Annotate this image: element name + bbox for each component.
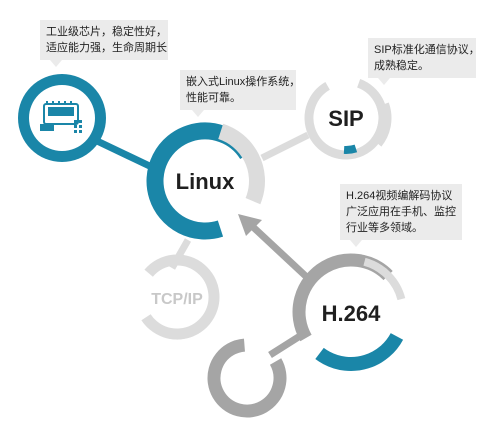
chip-callout-line: 适应能力强，生命周期长	[46, 42, 167, 54]
chip-callout-line: 工业级芯片，稳定性好，	[46, 26, 167, 38]
linux-callout-line: 嵌入式Linux操作系统，	[186, 76, 301, 88]
h264-callout-line: H.264视频编解码协议	[346, 190, 453, 202]
h264-callout-line: 行业等多领域。	[346, 222, 423, 234]
sip-callout-line: SIP标准化通信协议，	[374, 44, 480, 56]
bottom-ring	[207, 338, 287, 418]
h264-label: H.264	[322, 301, 381, 326]
connector-chip-linux	[93, 136, 160, 174]
tcpip-node: TCP/IP	[134, 254, 220, 340]
sip-label: SIP	[328, 106, 363, 131]
linux-label: Linux	[176, 169, 235, 194]
linux-callout: 嵌入式Linux操作系统， 性能可靠。	[180, 70, 301, 117]
connector-arrowhead	[238, 214, 262, 236]
sip-callout-line: 成熟稳定。	[374, 60, 429, 72]
chip-callout: 工业级芯片，稳定性好， 适应能力强，生命周期长	[40, 20, 168, 67]
connector-h264-bottom	[268, 333, 302, 358]
chip-node	[18, 74, 106, 162]
linux-node: Linux	[145, 121, 265, 241]
h264-callout-line: 广泛应用在手机、监控	[346, 206, 456, 218]
circuit-board-icon	[40, 101, 82, 133]
connector-linux-h264	[249, 223, 315, 285]
tcpip-label: TCP/IP	[151, 291, 203, 308]
h264-node: H.264	[292, 253, 410, 371]
linux-callout-line: 性能可靠。	[186, 92, 241, 104]
connector-linux-sip	[260, 131, 310, 162]
sip-callout: SIP标准化通信协议， 成熟稳定。	[368, 38, 480, 85]
h264-callout: H.264视频编解码协议 广泛应用在手机、监控 行业等多领域。	[340, 184, 462, 247]
